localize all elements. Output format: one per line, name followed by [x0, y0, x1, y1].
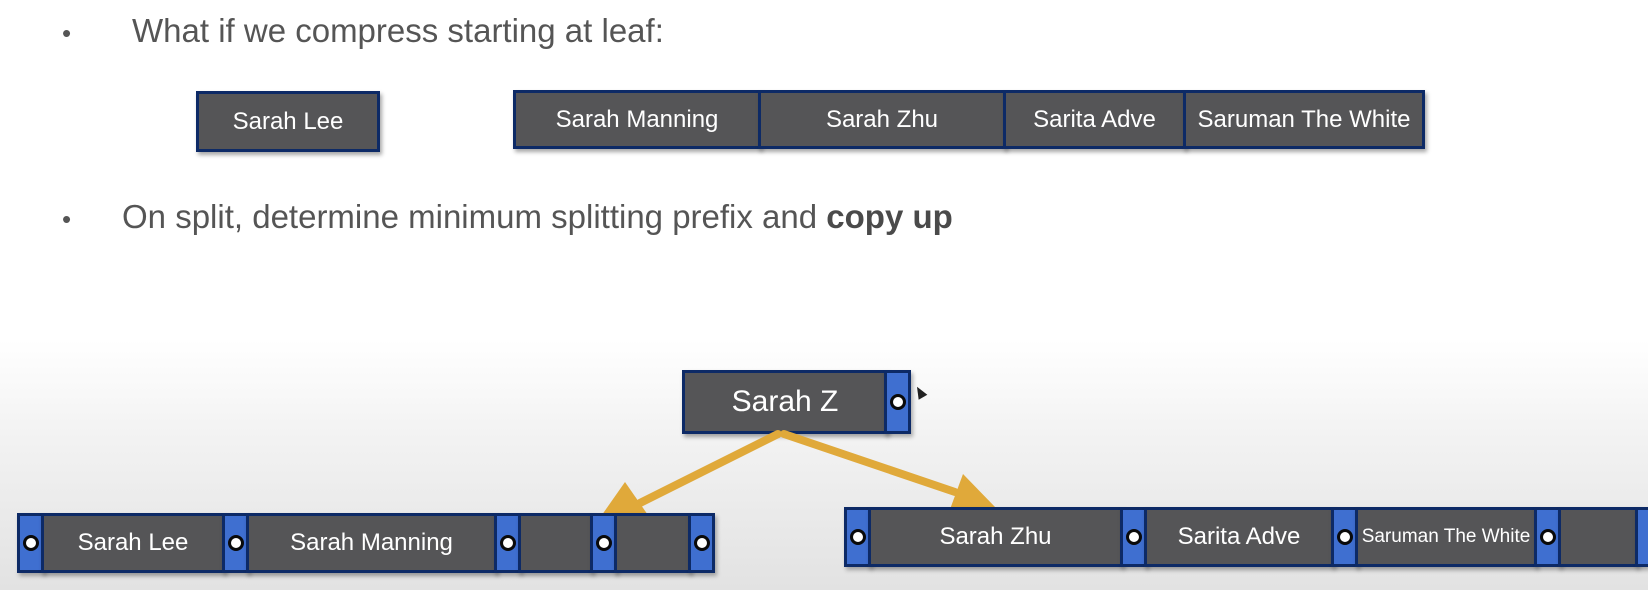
pointer-dot-icon [1539, 529, 1556, 545]
top-key-sarita-adve: Sarita Adve [1003, 90, 1186, 149]
left-leaf-pointer-3 [590, 513, 617, 573]
right-leaf-key-sarah-zhu: Sarah Zhu [868, 507, 1123, 567]
left-leaf-pointer-0 [17, 513, 44, 573]
top-key-sarah-manning: Sarah Manning [513, 90, 761, 149]
mouse-cursor-icon [912, 384, 928, 400]
left-leaf-pointer-2 [494, 513, 521, 573]
pointer-dot-icon [499, 535, 516, 551]
right-leaf-key-sarita-adve: Sarita Adve [1144, 507, 1334, 567]
pointer-dot-icon [22, 535, 39, 551]
right-leaf-pointer-4 [1635, 507, 1648, 567]
pointer-dot-icon [1125, 529, 1142, 545]
arrow-to-left-leaf [597, 430, 782, 522]
left-leaf-key-empty-1 [518, 513, 593, 573]
bullet-text-split-prefix: On split, determine minimum splitting pr… [122, 198, 827, 235]
right-leaf-pointer-1 [1120, 507, 1147, 567]
pointer-dot-icon [595, 535, 612, 551]
right-leaf-pointer-3 [1534, 507, 1561, 567]
pointer-dot-icon [889, 394, 906, 410]
right-leaf-pointer-0 [844, 507, 871, 567]
arrow-to-right-leaf [780, 430, 996, 512]
top-key-sarah-zhu: Sarah Zhu [758, 90, 1006, 149]
top-key-saruman: Saruman The White [1183, 90, 1425, 149]
bullet-marker-2: • [62, 204, 72, 234]
pointer-dot-icon [849, 529, 866, 545]
left-leaf-pointer-1 [222, 513, 249, 573]
left-leaf-key-sarah-lee: Sarah Lee [41, 513, 225, 573]
pointer-dot-icon [693, 535, 710, 551]
left-leaf-key-sarah-manning: Sarah Manning [246, 513, 497, 573]
right-leaf-pointer-2 [1331, 507, 1358, 567]
bullet-text-compress: What if we compress starting at leaf: [132, 12, 664, 49]
bullet-text-copy-up: copy up [826, 198, 953, 235]
left-leaf-pointer-4 [688, 513, 715, 573]
root-key-sarah-z: Sarah Z [682, 370, 888, 434]
right-leaf-key-empty [1558, 507, 1638, 567]
right-leaf-key-saruman: Saruman The White [1355, 507, 1537, 567]
bullet-text-split: On split, determine minimum splitting pr… [122, 200, 953, 233]
pointer-dot-icon [1336, 529, 1353, 545]
root-pointer [884, 370, 911, 434]
pointer-dot-icon [227, 535, 244, 551]
bullet-marker-1: • [62, 18, 72, 48]
left-leaf-key-empty-2 [614, 513, 691, 573]
top-key-sarah-lee: Sarah Lee [196, 91, 380, 152]
